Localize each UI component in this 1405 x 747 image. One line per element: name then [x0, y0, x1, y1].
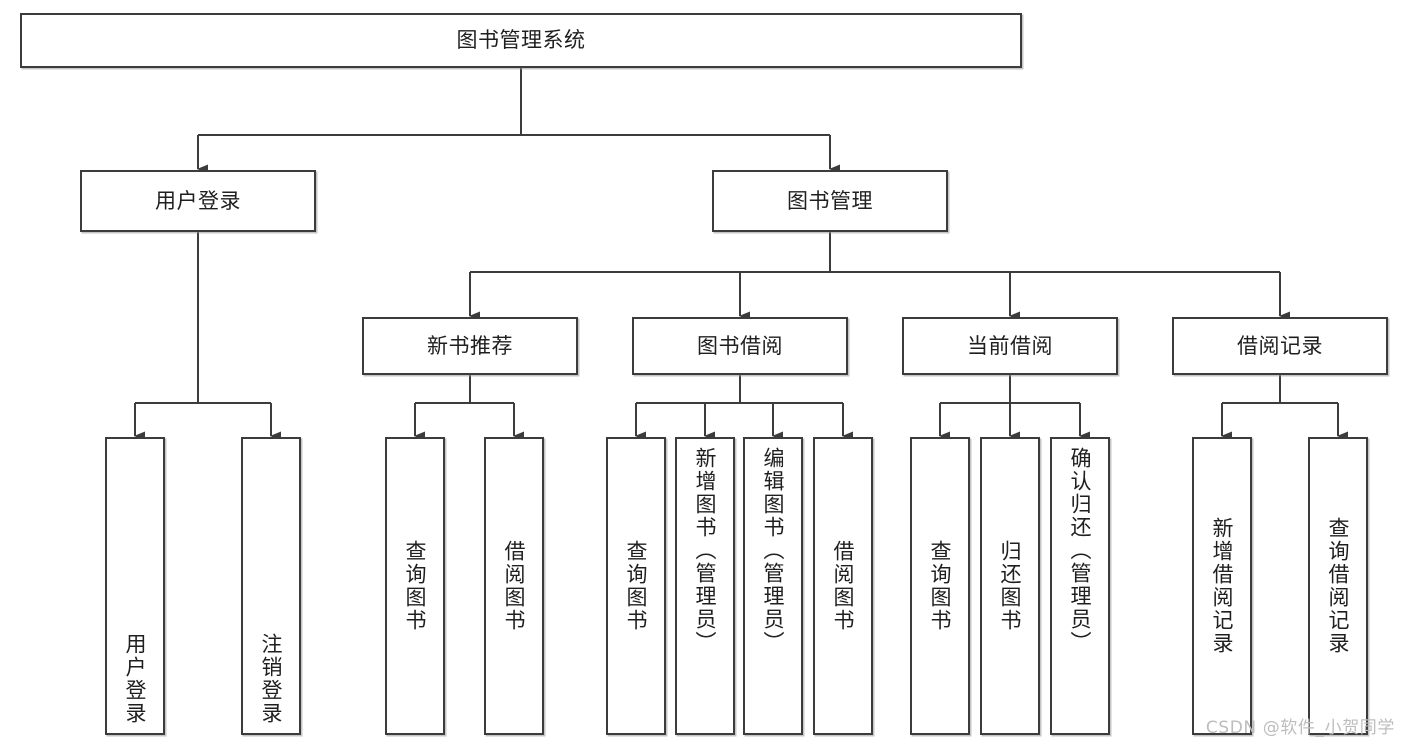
node-label: 当前借阅 [967, 333, 1053, 358]
leaf-borrow-record-query-record[interactable]: 查询借阅记录 [1308, 437, 1368, 735]
node-label: 用户登录 [123, 633, 148, 725]
leaf-book-borrow-query-book[interactable]: 查询图书 [606, 437, 666, 735]
node-label: 借阅图书 [502, 540, 527, 632]
node-label: 确认归还（管理员） [1068, 447, 1093, 654]
node-label: 借阅记录 [1237, 333, 1323, 358]
node-label: 查询图书 [624, 540, 649, 632]
node-borrow-record[interactable]: 借阅记录 [1172, 317, 1388, 375]
leaf-current-borrow-confirm-return-admin[interactable]: 确认归还（管理员） [1050, 437, 1110, 735]
leaf-book-borrow-borrow-book[interactable]: 借阅图书 [813, 437, 873, 735]
node-new-book-recommend[interactable]: 新书推荐 [362, 317, 578, 375]
leaf-current-borrow-query-book[interactable]: 查询图书 [910, 437, 970, 735]
leaf-book-borrow-add-book-admin[interactable]: 新增图书（管理员） [675, 437, 735, 735]
node-label: 用户登录 [155, 188, 241, 213]
node-label: 新书推荐 [427, 333, 513, 358]
leaf-user-login-login[interactable]: 用户登录 [105, 437, 165, 735]
leaf-book-borrow-edit-book-admin[interactable]: 编辑图书（管理员） [743, 437, 803, 735]
leaf-borrow-record-add-record[interactable]: 新增借阅记录 [1192, 437, 1252, 735]
node-user-login[interactable]: 用户登录 [80, 170, 316, 232]
node-label: 查询图书 [928, 540, 953, 632]
node-label: 图书管理 [787, 188, 873, 213]
node-label: 编辑图书（管理员） [761, 447, 786, 654]
node-label: 借阅图书 [831, 540, 856, 632]
node-label: 查询借阅记录 [1326, 517, 1351, 655]
leaf-new-book-query-book[interactable]: 查询图书 [385, 437, 445, 735]
node-book-borrow[interactable]: 图书借阅 [632, 317, 848, 375]
node-label: 新增借阅记录 [1210, 517, 1235, 655]
leaf-current-borrow-return-book[interactable]: 归还图书 [980, 437, 1040, 735]
csdn-watermark: CSDN @软件_小贺同学 [1205, 718, 1395, 738]
node-label: 新增图书（管理员） [693, 447, 718, 654]
node-book-management[interactable]: 图书管理 [712, 170, 948, 232]
node-label: 查询图书 [403, 540, 428, 632]
node-label: 注销登录 [259, 633, 284, 725]
node-label: 归还图书 [998, 540, 1023, 632]
node-current-borrow[interactable]: 当前借阅 [902, 317, 1118, 375]
node-label: 图书借阅 [697, 333, 783, 358]
node-label: 图书管理系统 [456, 28, 586, 53]
leaf-new-book-borrow-book[interactable]: 借阅图书 [484, 437, 544, 735]
node-root-book-management-system[interactable]: 图书管理系统 [20, 13, 1022, 68]
leaf-user-login-logout[interactable]: 注销登录 [241, 437, 301, 735]
